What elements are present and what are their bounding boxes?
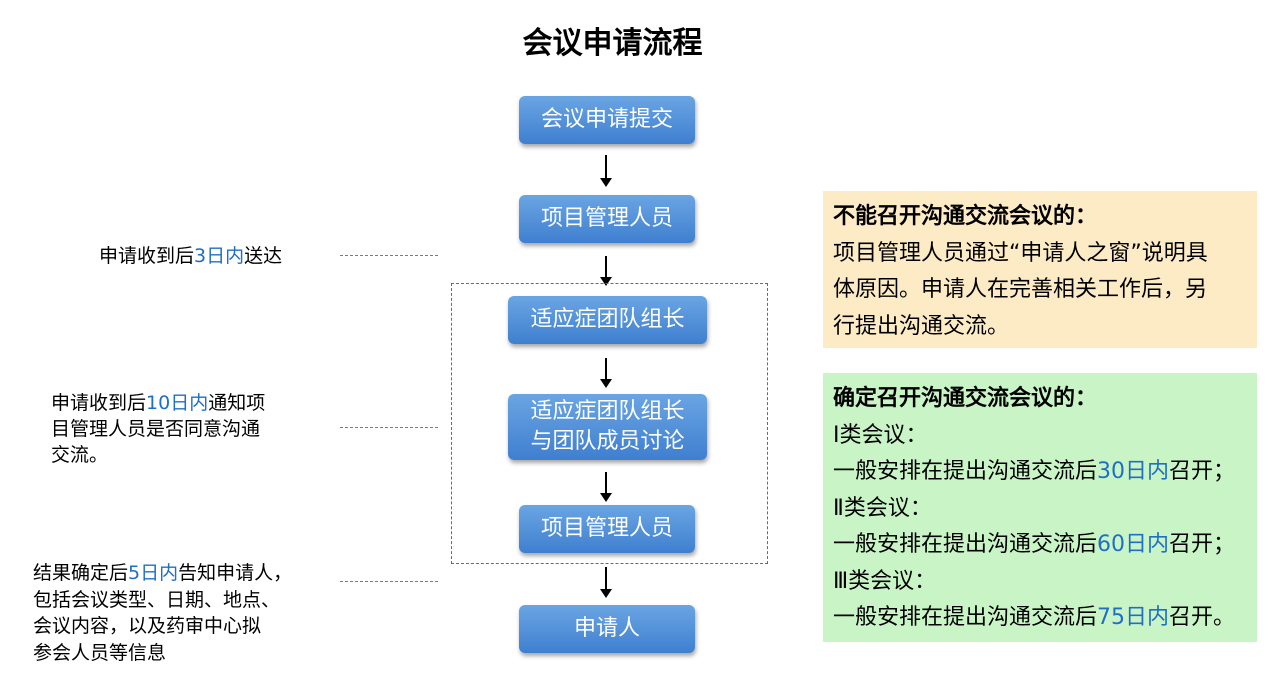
note-result: 结果确定后5日内告知申请人， 包括会议类型、日期、地点、 会议内容，以及药审中心… <box>33 560 333 666</box>
flow-step-pm-2-label: 项目管理人员 <box>540 516 673 541</box>
flow-step-team-lead: 适应症团队组长 <box>508 296 707 344</box>
note-result-post: 告知申请人， <box>178 562 293 584</box>
flow-step-team-lead-label: 适应症团队组长 <box>530 307 685 332</box>
panel-not-held-line1: 项目管理人员通过“申请人之窗”说明具 <box>833 240 1208 266</box>
flow-step-submit: 会议申请提交 <box>519 96 695 144</box>
leader-line-2 <box>340 427 438 428</box>
meeting-class-1-rule: 一般安排在提出沟通交流后30日内召开； <box>833 454 1247 491</box>
panel-not-held-line3: 行提出沟通交流。 <box>833 313 1010 339</box>
flow-step-team-discussion: 适应症团队组长 与团队成员讨论 <box>508 394 707 460</box>
flow-step-pm-2: 项目管理人员 <box>519 505 695 553</box>
meeting-class-2-days: 60日内 <box>1097 532 1170 557</box>
note-notify-line3: 交流。 <box>51 444 109 466</box>
flow-arrow-5 <box>600 567 612 598</box>
leader-line-3 <box>340 581 438 582</box>
note-deliver-highlight: 3日内 <box>194 245 245 267</box>
meeting-class-2-post: 召开； <box>1169 532 1236 557</box>
flow-step-applicant: 申请人 <box>519 605 695 653</box>
meeting-class-3-pre: 一般安排在提出沟通交流后 <box>833 605 1098 630</box>
meeting-class-1-post: 召开； <box>1169 459 1236 484</box>
flow-step-submit-label: 会议申请提交 <box>540 107 673 132</box>
flow-step-team-discussion-line1: 适应症团队组长 <box>530 399 685 424</box>
review-group-frame <box>451 283 768 564</box>
panel-not-held: 不能召开沟通交流会议的： 项目管理人员通过“申请人之窗”说明具 体原因。申请人在… <box>823 191 1257 348</box>
flow-arrow-3 <box>600 358 612 388</box>
flow-arrow-4 <box>600 472 612 502</box>
flow-step-team-discussion-line2: 与团队成员讨论 <box>530 429 685 454</box>
note-result-pre: 结果确定后 <box>33 562 129 584</box>
panel-held: 确定召开沟通交流会议的： Ⅰ类会议： 一般安排在提出沟通交流后30日内召开； Ⅱ… <box>823 373 1257 642</box>
meeting-class-2-rule: 一般安排在提出沟通交流后60日内召开； <box>833 527 1247 564</box>
panel-not-held-line2: 体原因。申请人在完善相关工作后，另 <box>833 277 1208 302</box>
flow-step-pm-1: 项目管理人员 <box>519 195 695 243</box>
note-result-line4: 参会人员等信息 <box>33 641 167 664</box>
note-deliver-pre: 申请收到后 <box>99 245 195 267</box>
note-result-line3: 会议内容，以及药审中心拟 <box>33 615 262 637</box>
page-title: 会议申请流程 <box>522 26 703 61</box>
note-notify: 申请收到后10日内通知项 目管理人员是否同意沟通 交流。 <box>51 390 321 468</box>
flow-step-pm-1-label: 项目管理人员 <box>540 206 673 231</box>
note-notify-line2: 目管理人员是否同意沟通 <box>51 418 261 440</box>
meeting-class-2-label: Ⅱ类会议： <box>833 495 932 521</box>
note-result-line2: 包括会议类型、日期、地点、 <box>33 588 281 611</box>
note-result-highlight: 5日内 <box>128 562 179 584</box>
meeting-class-3-days: 75日内 <box>1097 605 1170 630</box>
panel-not-held-heading: 不能召开沟通交流会议的： <box>833 204 1098 229</box>
flow-step-applicant-label: 申请人 <box>573 616 640 641</box>
meeting-class-3-rule: 一般安排在提出沟通交流后75日内召开。 <box>833 600 1247 637</box>
meeting-class-1-days: 30日内 <box>1097 459 1170 484</box>
meeting-class-3-post: 召开。 <box>1169 605 1236 630</box>
meeting-class-2-pre: 一般安排在提出沟通交流后 <box>833 532 1098 557</box>
meeting-class-3-label: Ⅲ类会议： <box>833 568 937 594</box>
note-notify-pre: 申请收到后 <box>51 392 147 414</box>
flow-arrow-1 <box>600 155 612 187</box>
note-notify-highlight: 10日内 <box>146 392 209 414</box>
meeting-class-1-pre: 一般安排在提出沟通交流后 <box>833 459 1098 484</box>
panel-held-heading: 确定召开沟通交流会议的： <box>833 386 1098 411</box>
leader-line-1 <box>340 255 438 256</box>
meeting-class-1-label: Ⅰ类会议： <box>833 422 928 448</box>
flow-arrow-2 <box>600 256 612 286</box>
note-deliver: 申请收到后3日内送达 <box>99 243 282 269</box>
note-notify-post: 通知项 <box>208 392 266 414</box>
note-deliver-post: 送达 <box>244 245 283 267</box>
